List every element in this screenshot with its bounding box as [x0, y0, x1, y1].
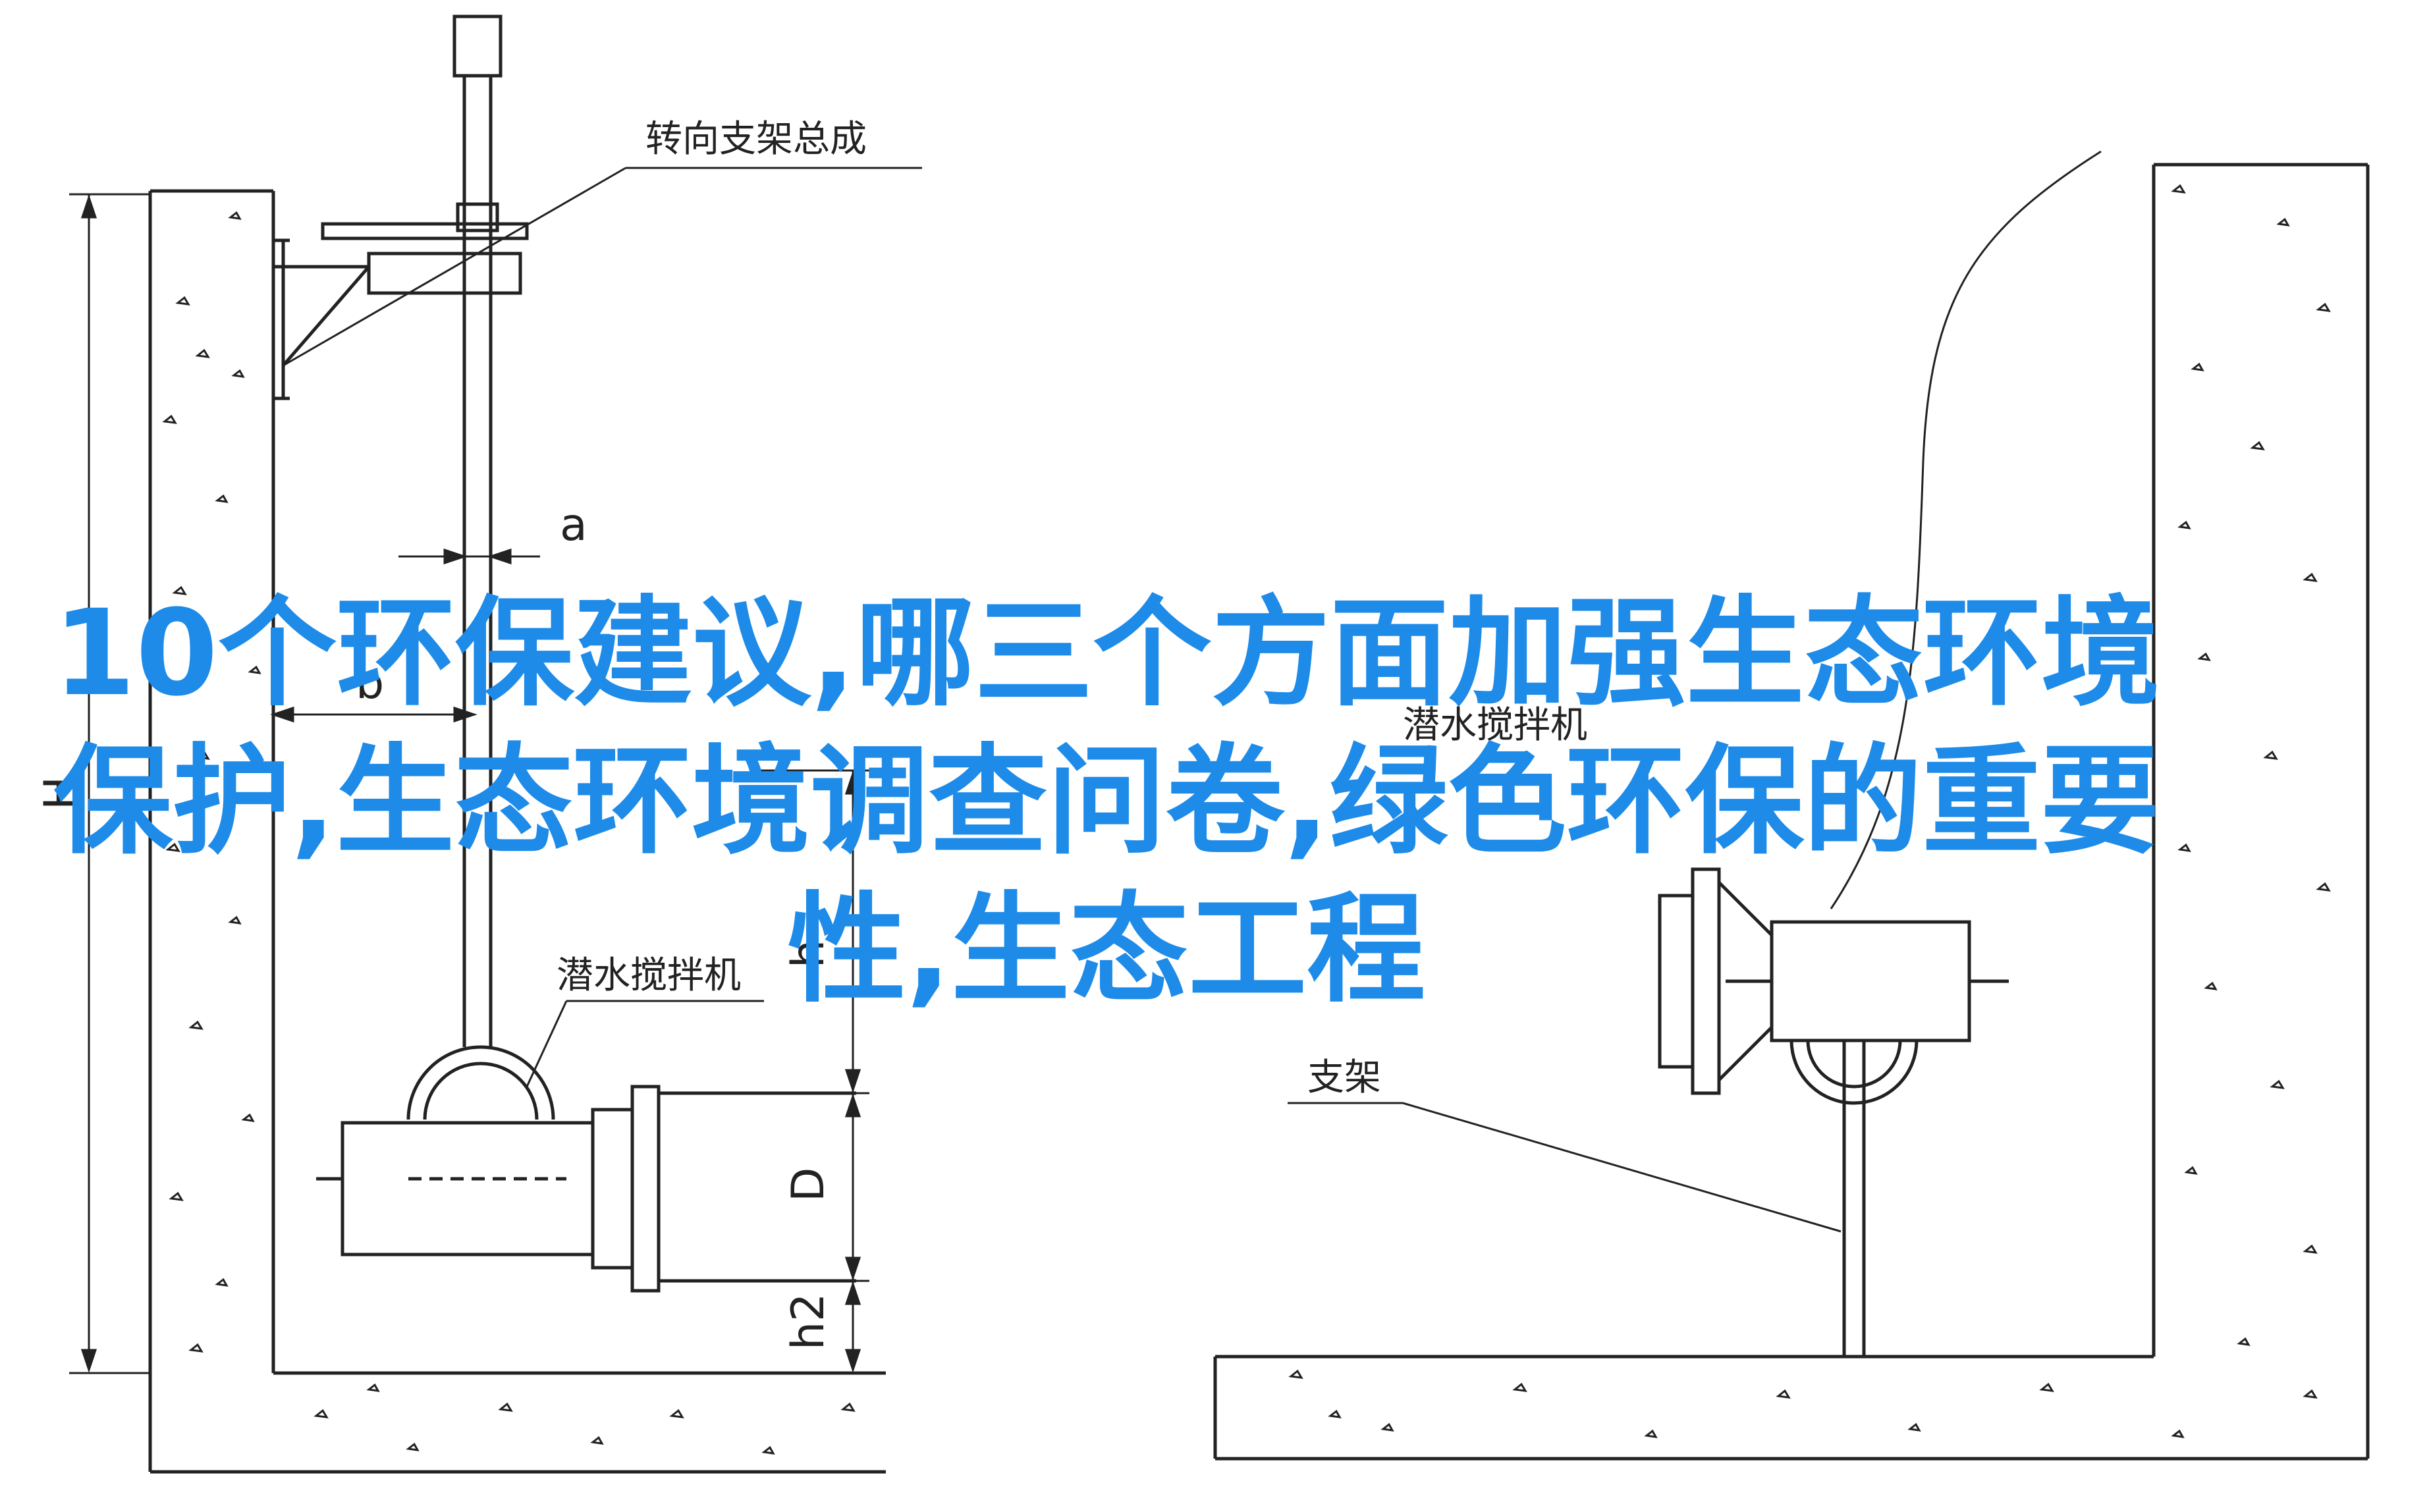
mixer-label: 潜水搅拌机	[557, 954, 741, 997]
dimension-D-label: D	[782, 1168, 834, 1202]
mixer-right-label: 潜水搅拌机	[1403, 704, 1587, 747]
dimension-h-label: h	[782, 940, 834, 968]
dimension-a-label: a	[560, 499, 587, 551]
dimension-H	[69, 193, 151, 1374]
dimension-b-label: b	[356, 657, 384, 709]
left-mixer	[316, 1045, 856, 1293]
cable-curve	[1830, 150, 2102, 909]
steering-bracket-label: 转向支架总成	[645, 118, 867, 161]
leader-support	[1288, 1102, 1842, 1233]
steering-bracket	[273, 202, 529, 400]
leader-mixer	[526, 1000, 764, 1087]
dimension-b	[270, 706, 478, 723]
article-headline: 10个环保建议,哪三个方面加强生态环境保护,生态环境调查问卷,绿色环保的重要性,…	[53, 585, 2160, 1019]
dimension-h2-label: h2	[782, 1293, 834, 1350]
dimension-H-label: H	[35, 776, 87, 810]
leader-steering-bracket	[283, 167, 922, 367]
left-concrete-texture	[162, 211, 856, 1455]
right-concrete-texture	[1288, 184, 2331, 1438]
left-tank-wall	[148, 189, 886, 1474]
dimension-a	[398, 548, 540, 565]
dimension-stack	[659, 769, 869, 1373]
right-mixer	[1658, 867, 2009, 1357]
right-tank-wall	[1213, 163, 2370, 1461]
support-label: 支架	[1307, 1056, 1381, 1099]
